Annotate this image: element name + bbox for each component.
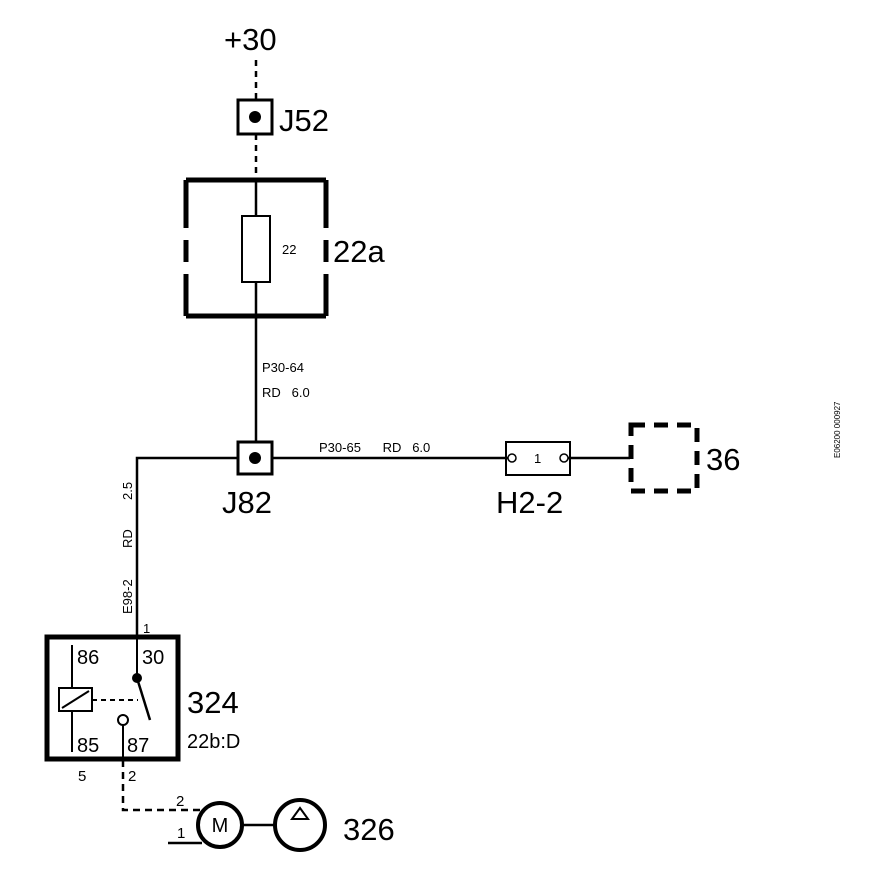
fuse-number: 22	[282, 242, 296, 257]
junction-j52-label: J52	[279, 103, 329, 138]
wire-e98-2	[135, 456, 238, 637]
relay-pin-top: 1	[143, 621, 150, 636]
relay-switch	[135, 677, 152, 721]
relay-pin-85: 85	[77, 735, 99, 757]
wire-p30-65-label: P30-65 RD 6.0	[319, 440, 430, 455]
wire-e98-2-size: 2.5	[120, 482, 135, 500]
pump-triangle-icon	[290, 806, 310, 820]
component-36-label: 36	[706, 442, 740, 477]
pump	[273, 798, 327, 852]
relay-pin-87: 87	[127, 735, 149, 757]
junction-j52-dot	[249, 111, 261, 123]
pump-label: 326	[343, 812, 395, 847]
wire-e98-2-color: RD	[120, 529, 135, 548]
junction-j82-dot	[249, 452, 261, 464]
wire-to-motor	[121, 760, 200, 812]
supply-label: +30	[224, 22, 277, 57]
side-code: E06200 000927	[833, 401, 842, 458]
relay-pin-30: 30	[142, 647, 164, 669]
motor-label: M	[212, 815, 229, 837]
junction-j82-label: J82	[222, 485, 272, 520]
fuse-element	[241, 215, 271, 283]
wire-e98-2-id: E98-2	[120, 579, 135, 614]
motor-pin-2: 2	[176, 793, 184, 810]
relay-label: 324	[187, 685, 239, 720]
relay-pin-86: 86	[77, 647, 99, 669]
wire-p30-64-label: P30-64	[262, 360, 304, 375]
wire-p30-64-spec: RD 6.0	[262, 385, 310, 400]
relay-out-5: 5	[78, 768, 86, 785]
relay-324	[44, 634, 181, 762]
component-36	[628, 422, 700, 494]
relay-out-2: 2	[128, 768, 136, 785]
relay-fuse-label: 22b:D	[187, 731, 240, 753]
connector-label: H2-2	[496, 485, 563, 520]
fuse-box-label: 22a	[333, 234, 385, 269]
motor-pin-1: 1	[177, 825, 185, 842]
connector-pin-label: 1	[534, 451, 541, 466]
